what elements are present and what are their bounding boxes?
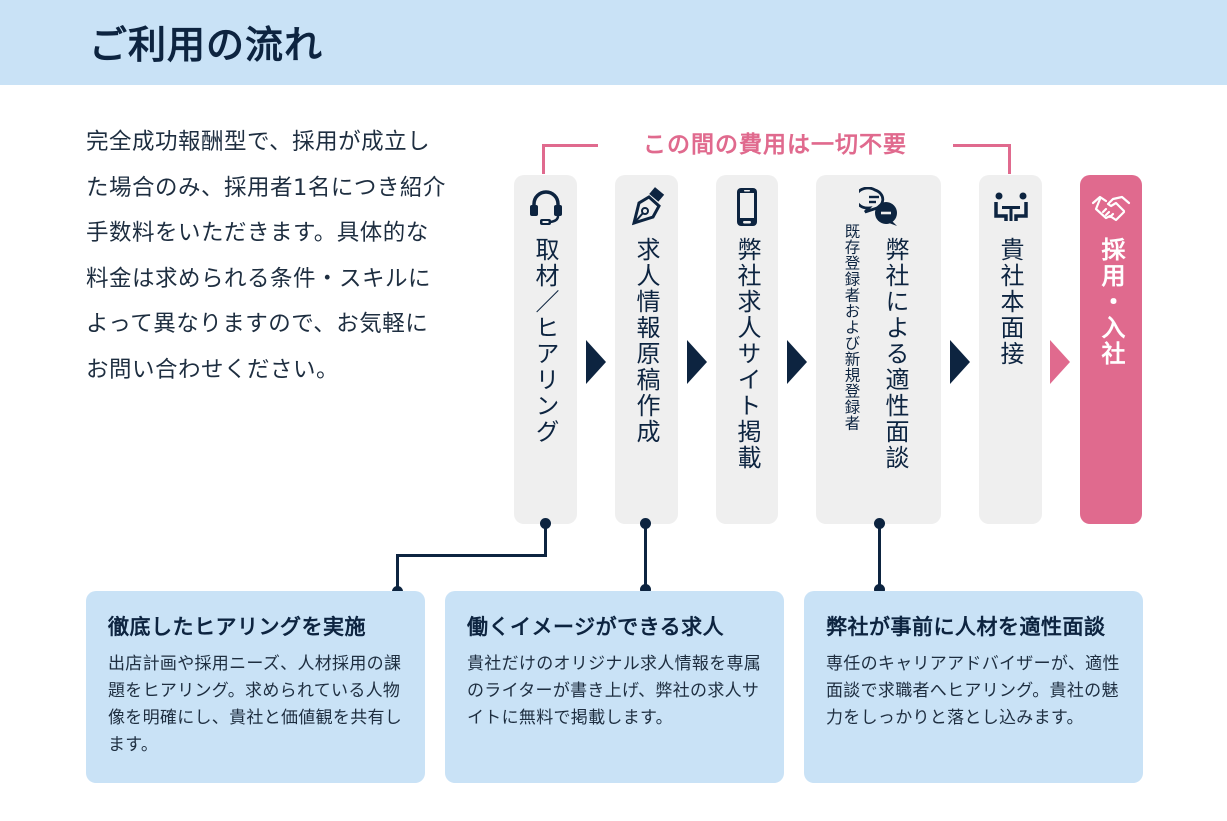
card-title: 弊社が事前に人材を適性面談 (826, 615, 1106, 639)
connector-line (544, 523, 547, 556)
connector-line (878, 523, 881, 589)
arrow-icon (787, 340, 807, 384)
page-title: ご利用の流れ (89, 23, 324, 67)
arrow-icon (1050, 340, 1070, 384)
card-body: 貴社だけのオリジナル求人情報を専属のライターが書き上げ、弊社の求人サイトに無料で… (467, 654, 762, 728)
arrow-icon (950, 340, 970, 384)
step-hiring: 採用・入社 (1080, 175, 1142, 524)
arrow-icon (586, 340, 606, 384)
card-title: 徹底したヒアリングを実施 (108, 615, 366, 639)
chat-bubbles-icon (858, 187, 899, 227)
step-aptitude-interview: 弊社による適性面談 既存登録者および新規登録者 (816, 175, 941, 524)
step-label: 弊社求人サイト掲載 (733, 237, 761, 471)
handshake-icon (1091, 187, 1131, 227)
pen-nib-icon (627, 187, 667, 227)
step-interview: 取材／ヒアリング (514, 175, 577, 524)
step-label: 採用・入社 (1097, 237, 1125, 367)
page-header: ご利用の流れ (0, 0, 1227, 85)
step-label: 弊社による適性面談 (881, 237, 909, 471)
connector-line (396, 554, 547, 557)
intro-text: 完全成功報酬型で、採用が成立した場合のみ、採用者1名につき紹介手数料をいただきま… (86, 129, 446, 383)
connector-line (644, 523, 647, 589)
step-label: 取材／ヒアリング (531, 237, 559, 445)
step-sublabel: 既存登録者および新規登録者 (842, 223, 861, 431)
step-client-interview: 貴社本面接 (979, 175, 1042, 524)
card-aptitude: 弊社が事前に人材を適性面談 専任のキャリアアドバイザーが、適性面談で求職者へヒア… (804, 591, 1143, 783)
connector-line (396, 554, 399, 590)
card-body: 専任のキャリアアドバイザーが、適性面談で求職者へヒアリング。貴社の魅力をしっかり… (826, 654, 1120, 728)
connector-dot (874, 584, 885, 595)
card-body: 出店計画や採用ニーズ、人材採用の課題をヒアリング。求められている人物像を明確にし… (108, 654, 403, 755)
smartphone-icon (727, 187, 767, 227)
headset-icon (526, 187, 566, 227)
connector-dot (640, 584, 651, 595)
step-job-posting-draft: 求人情報原稿作成 (615, 175, 678, 524)
free-period-bracket-right (953, 144, 1011, 174)
free-period-bracket-left (542, 144, 598, 174)
card-job-image: 働くイメージができる求人 貴社だけのオリジナル求人情報を専属のライターが書き上げ… (445, 591, 784, 783)
step-site-listing: 弊社求人サイト掲載 (716, 175, 778, 524)
free-period-label: この間の費用は一切不要 (643, 132, 907, 158)
arrow-icon (687, 340, 707, 384)
meeting-table-icon (991, 187, 1031, 227)
step-label: 貴社本面接 (996, 237, 1024, 367)
step-label: 求人情報原稿作成 (632, 237, 660, 445)
card-hearing: 徹底したヒアリングを実施 出店計画や採用ニーズ、人材採用の課題をヒアリング。求め… (86, 591, 425, 783)
card-title: 働くイメージができる求人 (467, 615, 725, 639)
